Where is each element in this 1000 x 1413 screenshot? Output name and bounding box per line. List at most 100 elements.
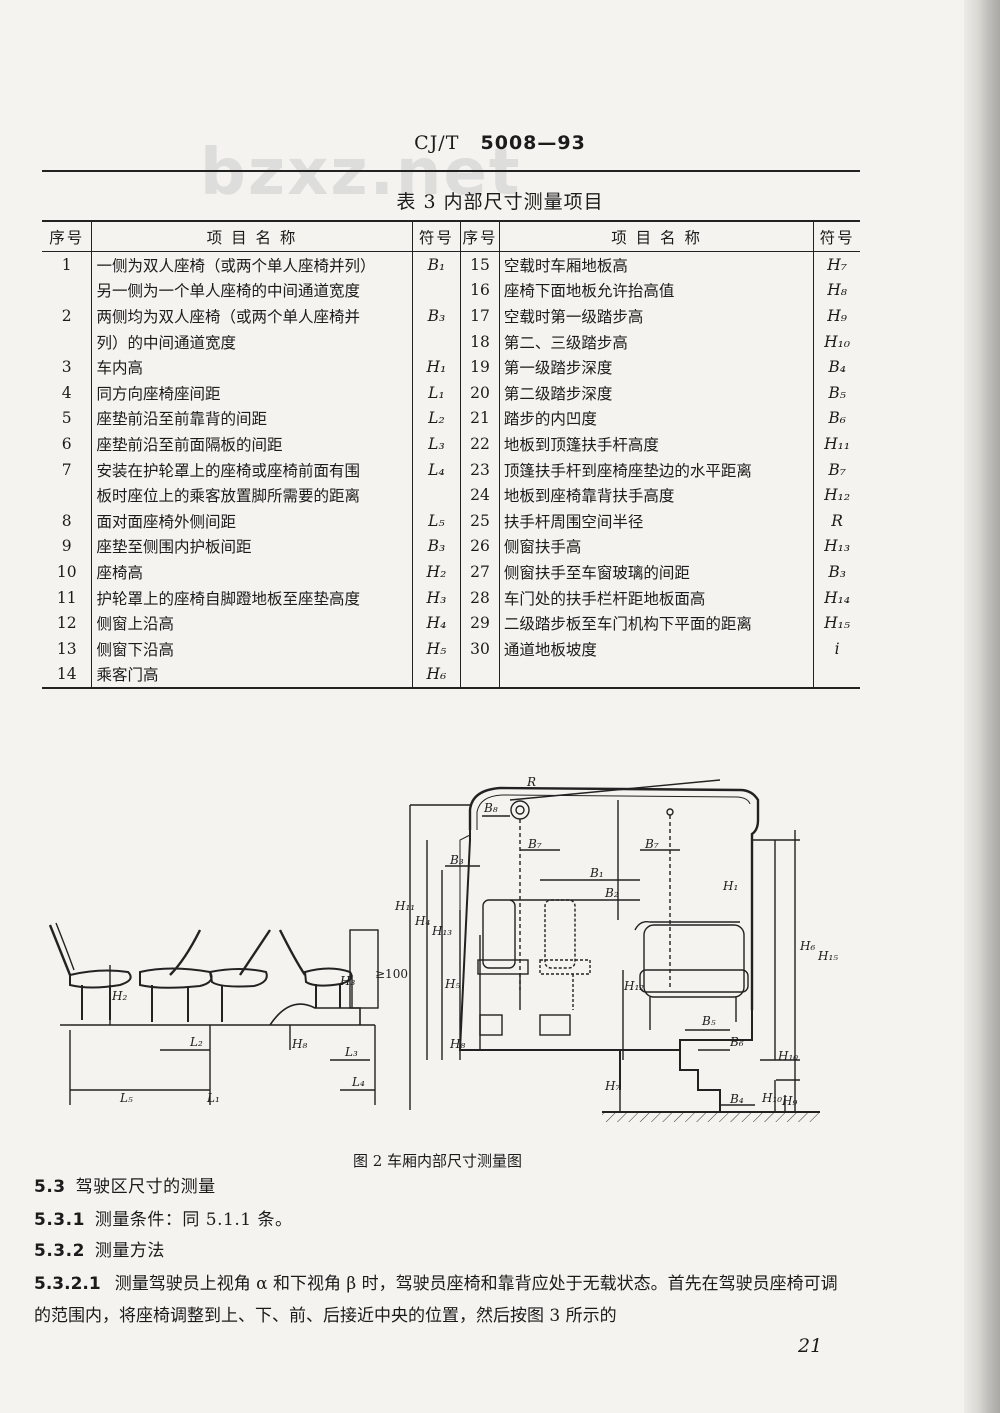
table-cell-name: 面对面座椅外侧间距 — [91, 507, 413, 534]
table-cell-name: 第二、三级踏步高 — [498, 328, 814, 355]
table-cell-no — [460, 661, 500, 690]
table-cell-sym: H₄ — [411, 610, 461, 636]
table-cell-sym: H₆ — [411, 661, 461, 690]
table-cell-no: 13 — [56, 639, 77, 658]
label-L1: L₁ — [206, 1091, 220, 1105]
table-cell-name: 座垫前沿至前面隔板的间距 — [91, 431, 413, 457]
table-cell-name: 安装在护轮罩上的座椅或座椅前面有围 — [91, 456, 413, 483]
table-cell-no: 26 — [460, 533, 500, 560]
table-cell-sym: H₅ — [411, 635, 461, 662]
table-cell-name: 一侧为双人座椅（或两个单人座椅并列） — [91, 251, 413, 278]
table-cell-sym: L₂ — [411, 405, 461, 432]
label-H15: H₁₅ — [817, 949, 838, 963]
table-cell-no: 19 — [460, 354, 500, 380]
table-cell-no: 8 — [61, 511, 72, 530]
table-cell-no: 6 — [61, 434, 72, 453]
table-cell-sym: R — [813, 507, 860, 534]
paragraph-text: 测量驾驶员上视角 α 和下视角 β 时，驾驶员座椅和靠背应处于无载状态。首先在驾… — [34, 1274, 838, 1326]
table-cell-no: 3 — [61, 358, 72, 377]
section-number: 5.3.2 — [34, 1241, 85, 1261]
label-H7: H₇ — [604, 1079, 620, 1093]
std-prefix: CJ/T — [414, 132, 460, 154]
section-5-3-2: 5.3.2 测量方法 — [34, 1236, 165, 1261]
table-cell-name: 地板到顶篷扶手杆高度 — [498, 431, 814, 457]
table-cell-name: 通道地板坡度 — [498, 635, 814, 662]
table-cell-no: 27 — [460, 559, 500, 585]
table-cell-sym: H₉ — [813, 303, 860, 329]
table-cell-sym: H₇ — [813, 251, 860, 278]
table-cell-name: 板时座位上的乘客放置脚所需要的距离 — [91, 482, 413, 508]
table-cell-no: 24 — [460, 482, 500, 508]
table-cell-sym: B₅ — [813, 379, 860, 406]
table-cell-name: 护轮罩上的座椅自脚蹬地板至座垫高度 — [91, 584, 413, 611]
table-cell-name: 空载时车厢地板高 — [498, 251, 814, 278]
table-cell-no: 15 — [460, 251, 500, 278]
label-H4: H₄ — [414, 914, 430, 928]
label-H11: H₁₁ — [394, 899, 415, 913]
figure-caption: 图 2 车厢内部尺寸测量图 — [352, 1152, 523, 1170]
table-cell-sym — [411, 482, 461, 508]
table-cell-sym: H₁₀ — [813, 328, 860, 355]
table-cell-name: 座垫前沿至前靠背的间距 — [91, 405, 413, 432]
table-cell-name: 两侧均为双人座椅（或两个单人座椅并 — [91, 303, 413, 329]
label-min100: ≥100 — [375, 967, 408, 981]
label-H3: H₃ — [339, 974, 355, 988]
table-cell-sym: i — [813, 635, 860, 662]
label-B6: B₆ — [729, 1035, 744, 1049]
label-B7b: B₇ — [644, 837, 659, 851]
table-cell-sym: H₁₅ — [813, 610, 860, 636]
col-header: 项 目 名 称 — [91, 220, 413, 252]
label-L2: L₂ — [189, 1035, 203, 1049]
header-rule — [42, 170, 860, 172]
table-cell-sym: H₁₄ — [813, 584, 860, 611]
label-H2: H₂ — [111, 989, 127, 1003]
table-cell-no: 22 — [460, 431, 500, 457]
label-H10b: H₁₀ — [761, 1091, 782, 1105]
label-H1: H₁ — [722, 879, 738, 893]
table-cell-no — [42, 329, 92, 355]
std-number: 5008—93 — [480, 132, 586, 154]
table-cell-no: 7 — [61, 460, 72, 479]
table-cell-name: 空载时第一级踏步高 — [498, 303, 814, 329]
table-cell-name: 车门处的扶手栏杆距地板面高 — [498, 584, 814, 611]
standard-header: CJ/T 5008—93 — [0, 132, 1000, 154]
section-number: 5.3 — [34, 1177, 66, 1197]
table-cell-no: 21 — [460, 405, 500, 432]
table-cell-no: 14 — [42, 661, 92, 690]
table-cell-sym: L₃ — [411, 431, 461, 457]
table-cell-no: 10 — [56, 562, 77, 581]
table-cell-name: 二级踏步板至车门机构下平面的距离 — [498, 610, 814, 636]
table-cell-sym: B₇ — [813, 456, 860, 483]
table-cell-no — [42, 482, 92, 508]
section-text: 测量条件：同 5.1.1 条。 — [94, 1210, 293, 1230]
table-cell-no: 9 — [61, 537, 72, 556]
table-cell-sym: B₁ — [411, 251, 461, 278]
table-cell-name: 座垫至侧围内护板间距 — [91, 533, 413, 560]
table-cell-name: 侧窗下沿高 — [91, 635, 413, 662]
label-H12: H₁₂ — [623, 979, 644, 993]
table-cell-no: 29 — [460, 610, 500, 636]
table-cell-no: 1 — [61, 255, 72, 274]
section-text: 测量方法 — [94, 1241, 165, 1261]
page-number: 21 — [798, 1335, 823, 1357]
table-cell-no: 30 — [460, 635, 500, 662]
table-cell-no: 20 — [460, 379, 500, 406]
col-header: 符号 — [813, 220, 860, 252]
table-cell-sym: B₃ — [411, 303, 461, 329]
label-B3: B₃ — [449, 853, 464, 867]
table-cell-sym: H₈ — [813, 277, 860, 304]
table-cell-sym: B₃ — [813, 559, 860, 585]
table-cell-name: 另一侧为一个单人座椅的中间通道宽度 — [91, 277, 413, 304]
label-L3: L₃ — [344, 1045, 358, 1059]
table-cell-sym: H₁ — [411, 354, 461, 380]
